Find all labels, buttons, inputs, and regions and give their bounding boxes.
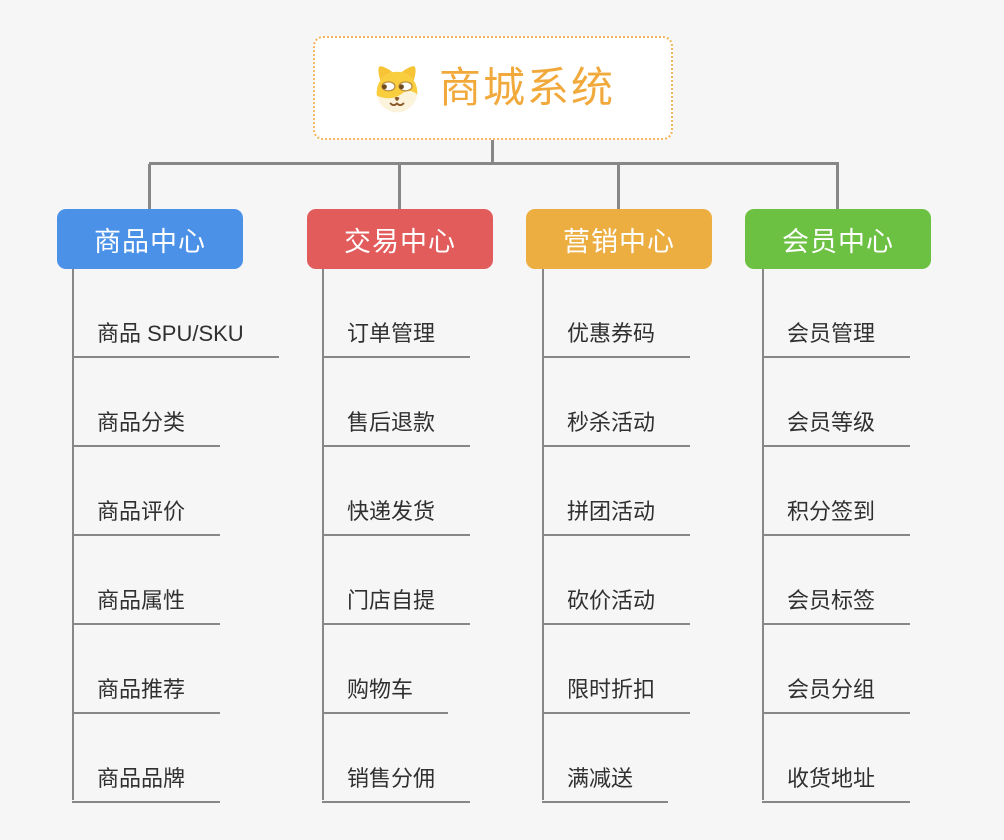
subtopic-node[interactable]: 门店自提 xyxy=(322,588,471,625)
connector-drop-marketing xyxy=(617,164,620,209)
subtopic-node[interactable]: 积分签到 xyxy=(762,499,911,536)
subtopic-node[interactable]: 满减送 xyxy=(542,766,669,803)
branch-node-marketing-center[interactable]: 营销中心 xyxy=(526,209,712,269)
subtopic-column-trade: 订单管理 售后退款 快递发货 门店自提 购物车 销售分佣 xyxy=(322,269,572,803)
subtopic-node[interactable]: 优惠券码 xyxy=(542,321,691,358)
subtopic-node[interactable]: 商品评价 xyxy=(72,499,221,536)
subtopic-node[interactable]: 会员标签 xyxy=(762,588,911,625)
subtopic-node[interactable]: 砍价活动 xyxy=(542,588,691,625)
shiba-dog-icon xyxy=(376,66,418,113)
branch-node-product-center[interactable]: 商品中心 xyxy=(57,209,243,269)
subtopic-node[interactable]: 商品分类 xyxy=(72,410,221,447)
subtopic-node[interactable]: 商品属性 xyxy=(72,588,221,625)
subtopic-node[interactable]: 会员分组 xyxy=(762,677,911,714)
subtopic-node[interactable]: 快递发货 xyxy=(322,499,471,536)
connector-drop-trade xyxy=(398,164,401,209)
connector-drop-product xyxy=(148,164,151,209)
subtopic-node[interactable]: 会员管理 xyxy=(762,321,911,358)
root-topic-title: 商城系统 xyxy=(438,64,615,111)
connector-horizontal-rail xyxy=(149,162,839,165)
subtopic-node[interactable]: 销售分佣 xyxy=(322,766,471,803)
branch-node-member-center[interactable]: 会员中心 xyxy=(745,209,931,269)
connector-root-drop xyxy=(491,140,494,164)
subtopic-node[interactable]: 秒杀活动 xyxy=(542,410,691,447)
subtopic-node[interactable]: 购物车 xyxy=(322,677,449,714)
subtopic-node[interactable]: 拼团活动 xyxy=(542,499,691,536)
connector-drop-member xyxy=(836,164,839,209)
subtopic-column-product: 商品 SPU/SKU 商品分类 商品评价 商品属性 商品推荐 商品品牌 xyxy=(72,269,322,803)
subtopic-node[interactable]: 会员等级 xyxy=(762,410,911,447)
subtopic-column-member: 会员管理 会员等级 积分签到 会员标签 会员分组 收货地址 xyxy=(762,269,1004,803)
subtopic-column-marketing: 优惠券码 秒杀活动 拼团活动 砍价活动 限时折扣 满减送 xyxy=(542,269,792,803)
tree-line xyxy=(542,269,544,800)
subtopic-node[interactable]: 商品品牌 xyxy=(72,766,221,803)
tree-line xyxy=(762,269,764,800)
subtopic-node[interactable]: 收货地址 xyxy=(762,766,911,803)
subtopic-node[interactable]: 订单管理 xyxy=(322,321,471,358)
tree-line xyxy=(322,269,324,800)
root-topic-node[interactable]: 商城系统 xyxy=(313,36,673,140)
tree-line xyxy=(72,269,74,800)
branch-node-trade-center[interactable]: 交易中心 xyxy=(307,209,493,269)
subtopic-node[interactable]: 售后退款 xyxy=(322,410,471,447)
subtopic-node[interactable]: 商品 SPU/SKU xyxy=(72,321,279,358)
subtopic-node[interactable]: 限时折扣 xyxy=(542,677,691,714)
subtopic-node[interactable]: 商品推荐 xyxy=(72,677,221,714)
